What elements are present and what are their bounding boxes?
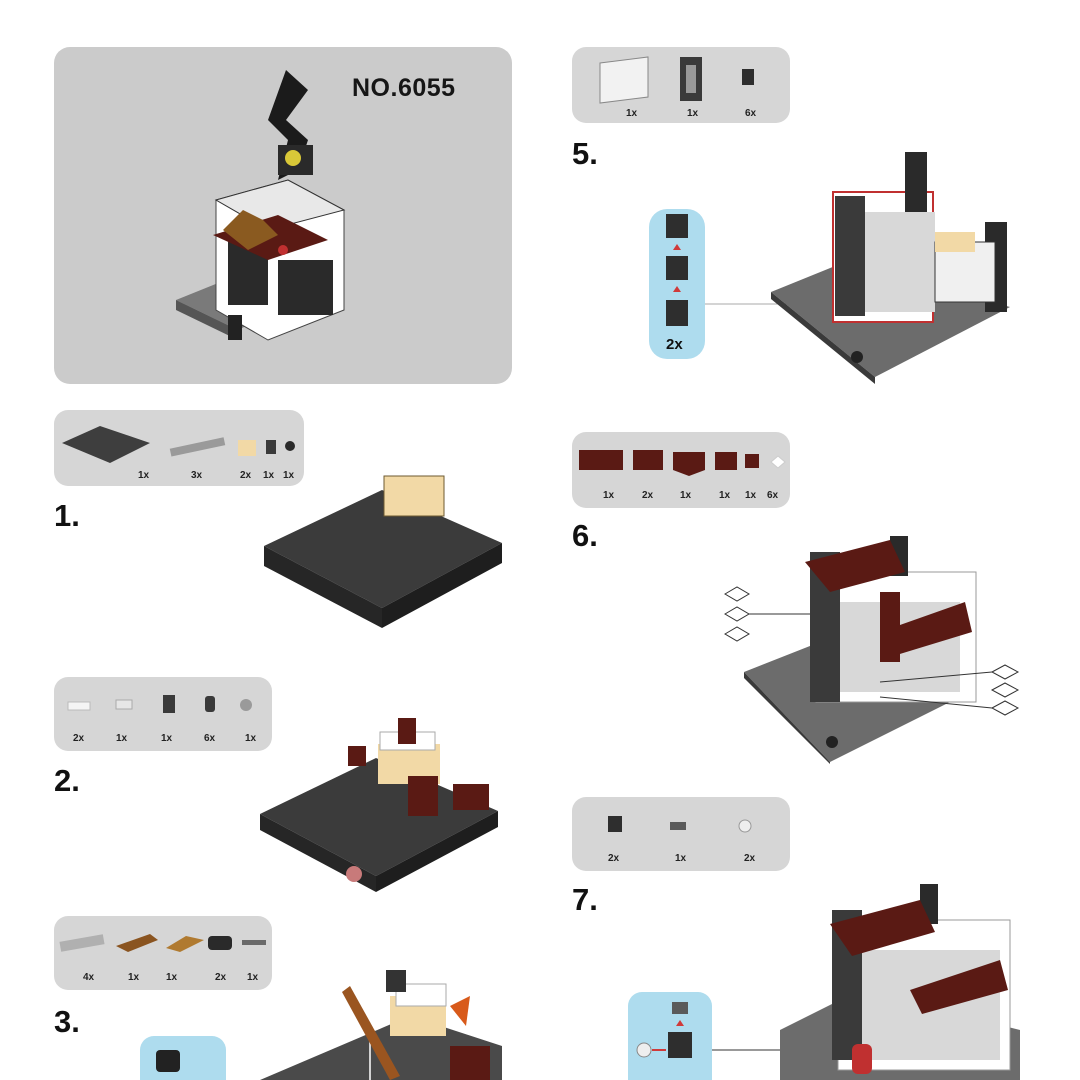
step-number-2: 2. xyxy=(54,763,80,798)
part-qty-3-5: 1x xyxy=(247,972,259,983)
part-qty-1-4: 1x xyxy=(263,470,275,481)
parts-panel-step-2 xyxy=(54,677,272,751)
parts-icons-step-6 xyxy=(579,450,786,476)
part-qty-7-1: 2x xyxy=(608,853,620,864)
part-qty-3-1: 4x xyxy=(83,972,95,983)
step-number-6: 6. xyxy=(572,518,598,553)
parts-icons-step-7 xyxy=(608,816,752,833)
part-qty-5-2: 1x xyxy=(687,108,699,119)
part-qty-3-4: 2x xyxy=(215,972,227,983)
step-5-callout-qty: 2x xyxy=(666,336,683,353)
part-qty-2-5: 1x xyxy=(245,733,257,744)
part-qty-1-2: 3x xyxy=(191,470,203,481)
step-3-callout xyxy=(140,1036,226,1080)
step-5-assembly xyxy=(705,152,1010,384)
part-qty-3-2: 1x xyxy=(128,972,140,983)
part-qty-1-3: 2x xyxy=(240,470,252,481)
step-5-callout-bricks xyxy=(666,214,688,326)
part-qty-6-1: 1x xyxy=(603,490,615,501)
part-qty-6-2: 2x xyxy=(642,490,654,501)
parts-icons-step-3 xyxy=(59,934,266,952)
step-number-3: 3. xyxy=(54,1004,80,1039)
parts-panel-step-7 xyxy=(572,797,790,871)
part-qty-6-5: 1x xyxy=(745,490,757,501)
parts-icons-step-2 xyxy=(67,695,252,713)
part-qty-1-1: 1x xyxy=(138,470,150,481)
part-qty-6-4: 1x xyxy=(719,490,731,501)
step-1-assembly xyxy=(264,475,502,628)
part-qty-7-3: 2x xyxy=(744,853,756,864)
step-number-5: 5. xyxy=(572,136,598,171)
parts-icons-step-1 xyxy=(62,426,295,463)
part-qty-7-2: 1x xyxy=(675,853,687,864)
part-qty-2-2: 1x xyxy=(116,733,128,744)
part-qty-6-6: 6x xyxy=(767,490,779,501)
parts-icons-step-5 xyxy=(599,56,754,104)
step-6-assembly xyxy=(724,536,1020,764)
step-3-assembly xyxy=(156,970,502,1080)
part-qty-3-3: 1x xyxy=(166,972,178,983)
part-qty-1-5: 1x xyxy=(283,470,295,481)
parts-panel-step-3 xyxy=(54,916,272,990)
finished-model-illustration xyxy=(176,70,346,341)
part-qty-5-3: 6x xyxy=(745,108,757,119)
step-2-assembly xyxy=(260,718,498,892)
part-qty-2-1: 2x xyxy=(73,733,85,744)
step-number-7: 7. xyxy=(572,882,598,917)
step-number-1: 1. xyxy=(54,498,80,533)
part-qty-2-3: 1x xyxy=(161,733,173,744)
model-number: NO.6055 xyxy=(352,74,456,102)
part-qty-5-1: 1x xyxy=(626,108,638,119)
step-7-assembly xyxy=(636,884,1020,1080)
part-qty-6-3: 1x xyxy=(680,490,692,501)
part-qty-2-4: 6x xyxy=(204,733,216,744)
